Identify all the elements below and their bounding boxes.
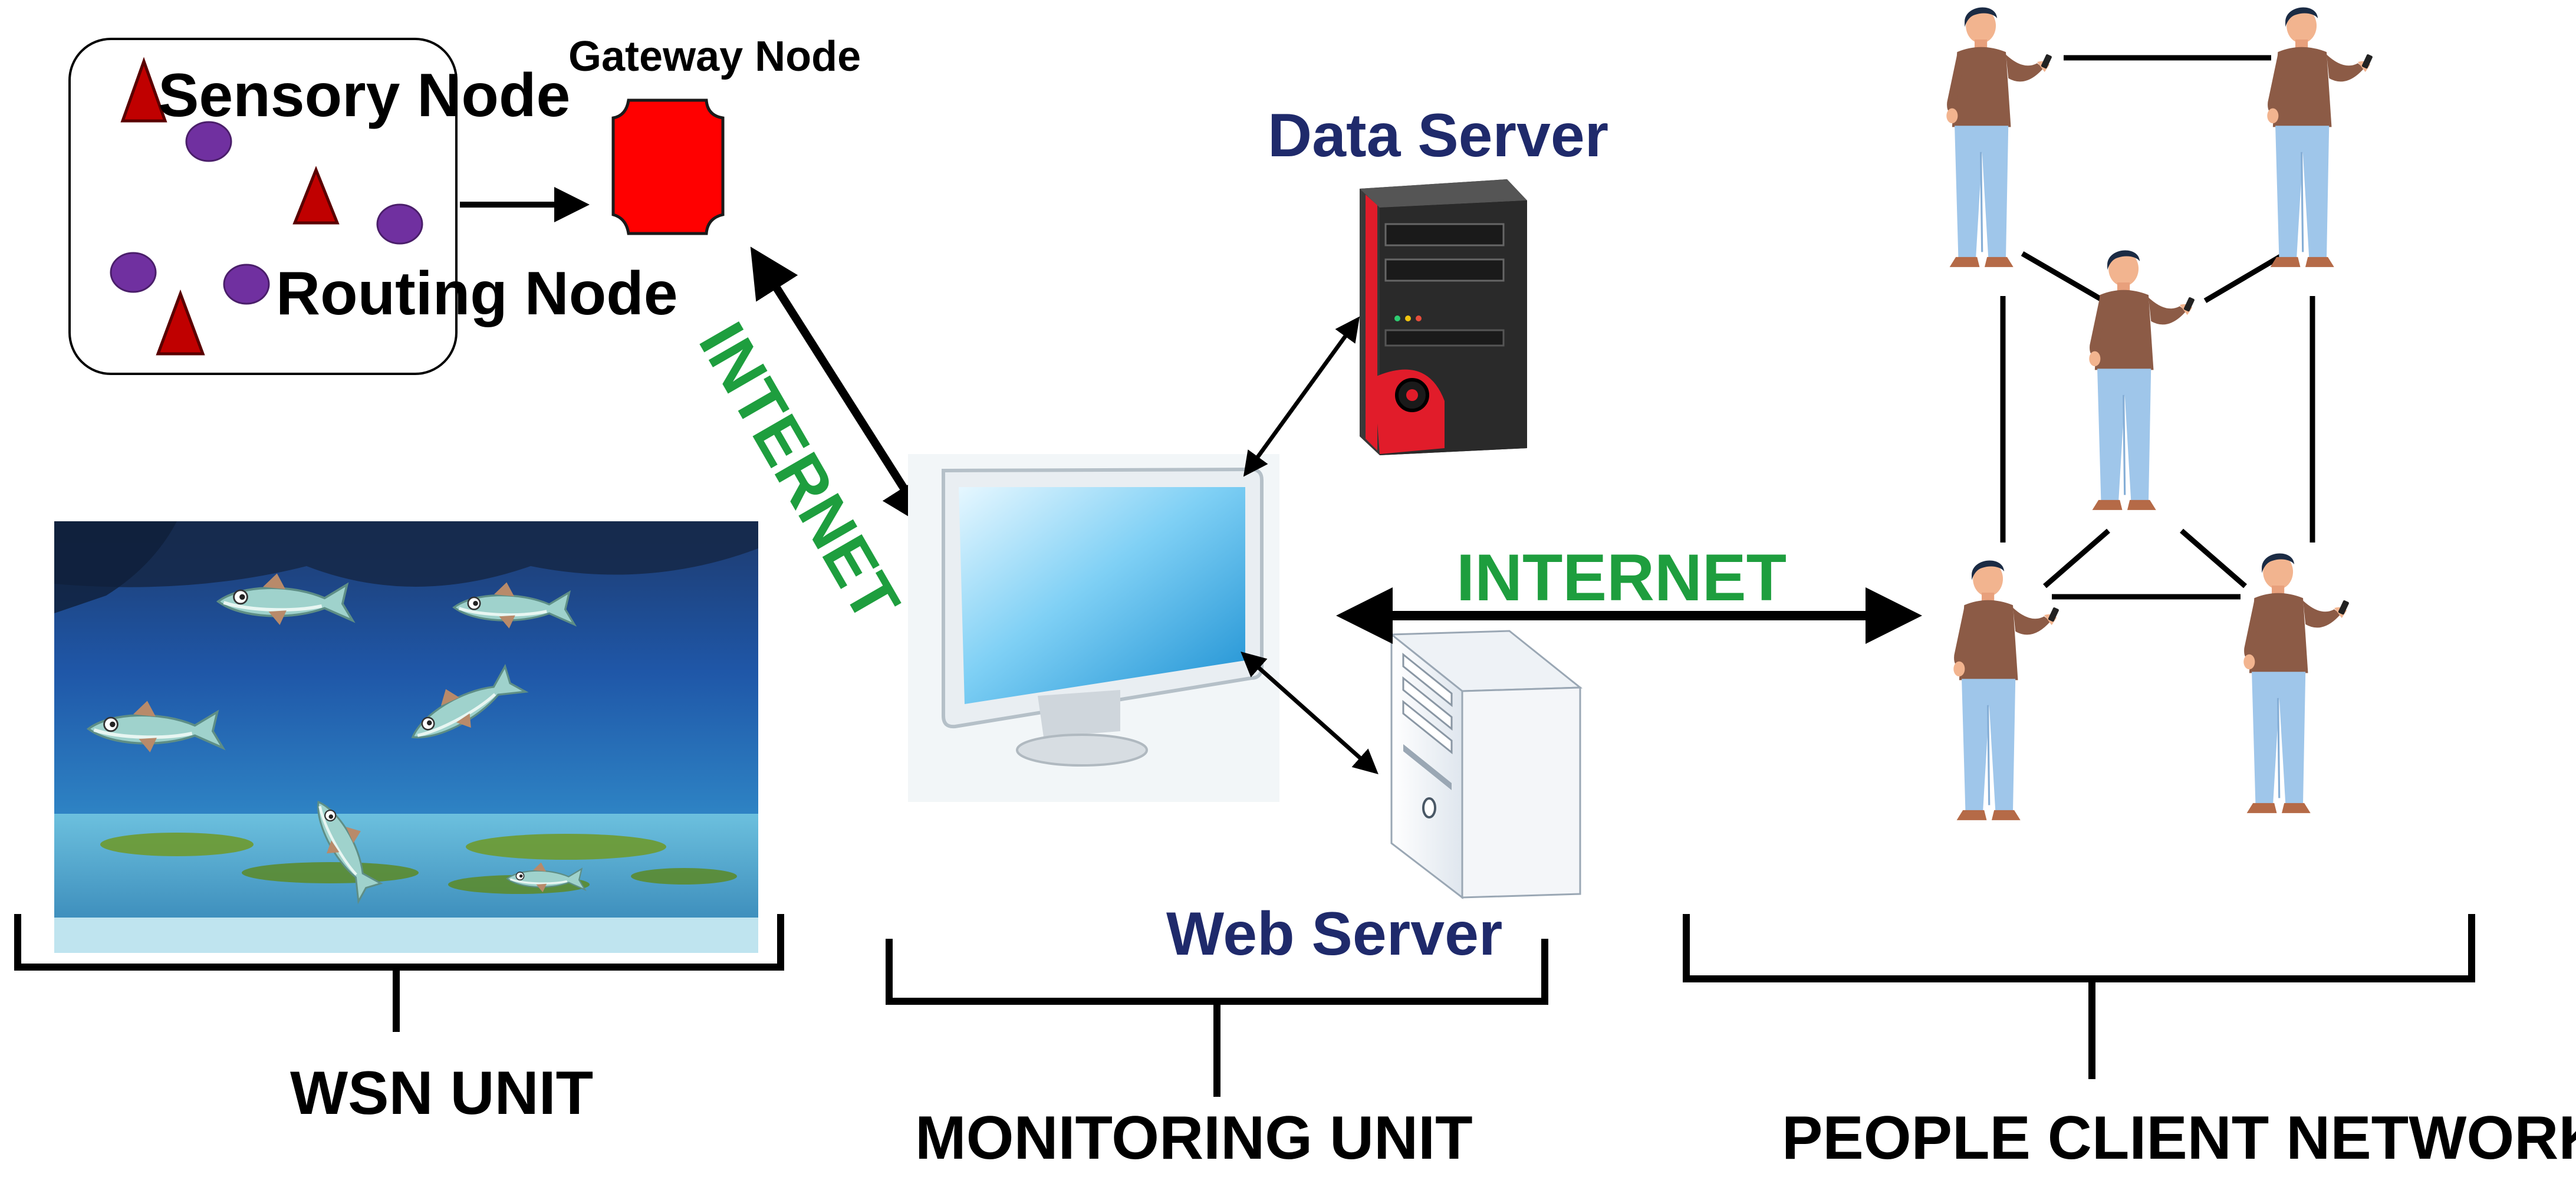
data-server-label: Data Server bbox=[1268, 101, 1609, 170]
sensory-node-icon bbox=[156, 289, 205, 356]
wsn-unit-label: WSN UNIT bbox=[290, 1059, 594, 1127]
routing-node-icon bbox=[110, 252, 157, 293]
wsn-node-box bbox=[68, 38, 458, 375]
routing-node-icon bbox=[376, 203, 423, 245]
gateway-node-label: Gateway Node bbox=[568, 33, 861, 80]
people-network-links bbox=[2000, 55, 2315, 600]
sensory-node-icon bbox=[292, 166, 340, 225]
sensory-node-label: Sensory Node bbox=[158, 61, 571, 130]
monitor-icon bbox=[908, 454, 1279, 802]
people-client-network-label: PEOPLE CLIENT NETWORK bbox=[1782, 1104, 2576, 1172]
routing-node-label: Routing Node bbox=[276, 259, 678, 328]
internet-arrow-diagonal bbox=[750, 246, 930, 530]
sensory-node-icon bbox=[120, 57, 167, 123]
person-icon bbox=[1952, 559, 2061, 821]
data-server-icon bbox=[1360, 179, 1527, 455]
people-network-brace bbox=[1683, 914, 2475, 1079]
routing-node-icon bbox=[223, 264, 270, 305]
monitor-data-server-arrow bbox=[1243, 316, 1360, 477]
wsn-unit-brace bbox=[14, 914, 784, 1032]
person-icon bbox=[2266, 6, 2374, 268]
routing-node-icon bbox=[185, 121, 232, 162]
monitoring-unit-brace bbox=[886, 939, 1548, 1097]
monitoring-unit-label: MONITORING UNIT bbox=[915, 1104, 1473, 1172]
monitor-web-server-arrow bbox=[1241, 652, 1379, 774]
gateway-node-icon bbox=[611, 98, 725, 235]
person-icon bbox=[2242, 552, 2351, 814]
internet-label-horizontal: INTERNET bbox=[1456, 541, 1787, 614]
person-icon bbox=[1945, 6, 2054, 268]
person-icon bbox=[2088, 249, 2196, 511]
aquarium-image bbox=[54, 521, 758, 953]
web-server-icon bbox=[1389, 630, 1583, 900]
web-server-label: Web Server bbox=[1166, 900, 1503, 968]
